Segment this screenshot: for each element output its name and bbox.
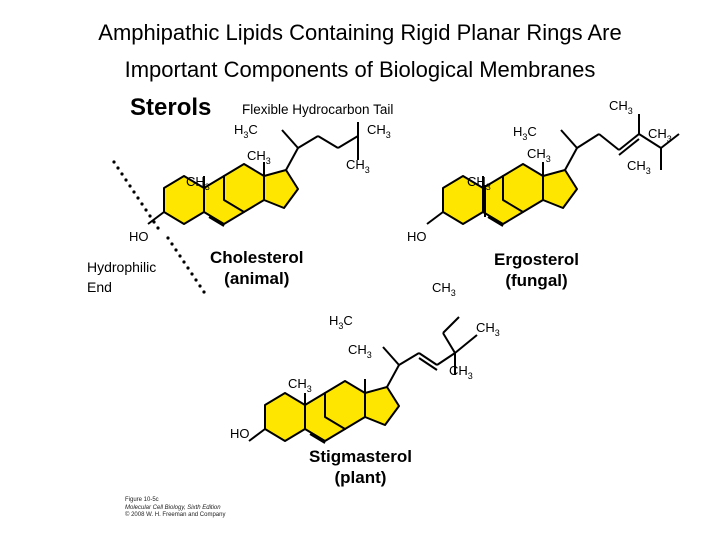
slide-title-line-2: Important Components of Biological Membr… xyxy=(124,57,596,82)
svg-text:CH3: CH3 xyxy=(346,157,370,175)
cholesterol-caption: Cholesterol (animal) xyxy=(210,247,304,289)
hydrophilic-bracket xyxy=(112,160,206,294)
svg-text:CH3: CH3 xyxy=(348,342,372,360)
stigmasterol-source: (plant) xyxy=(334,468,387,487)
svg-text:CH3: CH3 xyxy=(288,376,312,394)
cholesterol-name: Cholesterol xyxy=(210,248,304,267)
svg-text:CH3: CH3 xyxy=(476,320,500,338)
svg-text:H3C: H3C xyxy=(234,122,258,140)
figure-number: Figure 10-5c xyxy=(125,497,159,503)
svg-text:CH3: CH3 xyxy=(449,363,473,381)
svg-text:HO: HO xyxy=(129,229,149,244)
stigmasterol-name: Stigmasterol xyxy=(309,447,412,466)
ergosterol-source: (fungal) xyxy=(505,271,568,290)
copyright-line: © 2008 W. H. Freeman and Company xyxy=(125,512,226,518)
slide-title-line-1: Amphipathic Lipids Containing Rigid Plan… xyxy=(98,20,622,45)
svg-text:CH3: CH3 xyxy=(467,174,491,192)
svg-text:CH3: CH3 xyxy=(247,148,271,166)
ergosterol-name: Ergosterol xyxy=(494,250,580,269)
svg-text:CH3: CH3 xyxy=(648,126,672,144)
book-title: Molecular Cell Biology, Sixth Edition xyxy=(125,504,221,511)
svg-text:CH3: CH3 xyxy=(609,98,633,116)
svg-text:CH3: CH3 xyxy=(627,158,651,176)
cholesterol-structure: CH3 CH3 H3C CH3 CH3 HO xyxy=(129,122,391,244)
svg-text:CH3: CH3 xyxy=(367,122,391,140)
svg-text:H3C: H3C xyxy=(513,124,537,142)
svg-text:CH3: CH3 xyxy=(186,174,210,192)
svg-text:HO: HO xyxy=(230,426,250,441)
cholesterol-source: (animal) xyxy=(224,269,290,288)
stigmasterol-caption: Stigmasterol (plant) xyxy=(309,446,412,488)
hydrophilic-end-label: Hydrophilic End xyxy=(87,259,157,295)
sterols-heading: Sterols xyxy=(130,94,212,121)
svg-text:HO: HO xyxy=(407,229,427,244)
ergosterol-structure: CH3 CH3 H3C CH3 CH3 CH3 HO xyxy=(407,98,680,244)
ergosterol-caption: Ergosterol (fungal) xyxy=(494,249,579,291)
flexible-tail-label: Flexible Hydrocarbon Tail xyxy=(242,102,394,117)
figure-credit: Figure 10-5c Molecular Cell Biology, Six… xyxy=(125,497,225,520)
svg-text:H3C: H3C xyxy=(329,313,353,331)
svg-text:CH3: CH3 xyxy=(527,146,551,164)
svg-text:CH3: CH3 xyxy=(432,280,456,298)
stigmasterol-structure: CH3 CH3 H3C CH3 CH3 CH3 HO xyxy=(230,280,500,444)
